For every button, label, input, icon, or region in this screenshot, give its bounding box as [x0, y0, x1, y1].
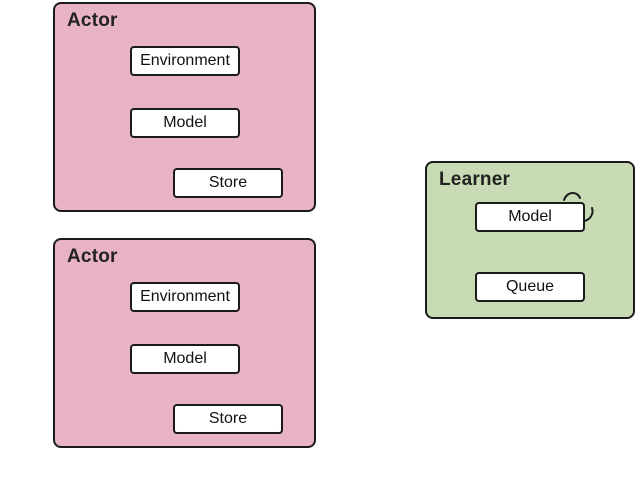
actor-top-store-node[interactable]: Store: [173, 168, 283, 198]
learner-group: Learner Model Queue: [425, 161, 635, 319]
actor-top-model-node[interactable]: Model: [130, 108, 240, 138]
actor-bottom-model-node[interactable]: Model: [130, 344, 240, 374]
actor-group-top: Actor Environment Model Store: [53, 2, 316, 212]
actor-group-bottom-title: Actor: [67, 246, 118, 267]
actor-group-top-title: Actor: [67, 10, 118, 31]
learner-queue-node[interactable]: Queue: [475, 272, 585, 302]
actor-bottom-environment-node[interactable]: Environment: [130, 282, 240, 312]
actor-group-bottom: Actor Environment Model Store: [53, 238, 316, 448]
learner-group-title: Learner: [439, 169, 511, 190]
actor-top-environment-node[interactable]: Environment: [130, 46, 240, 76]
actor-bottom-store-node[interactable]: Store: [173, 404, 283, 434]
learner-model-node[interactable]: Model: [475, 202, 585, 232]
